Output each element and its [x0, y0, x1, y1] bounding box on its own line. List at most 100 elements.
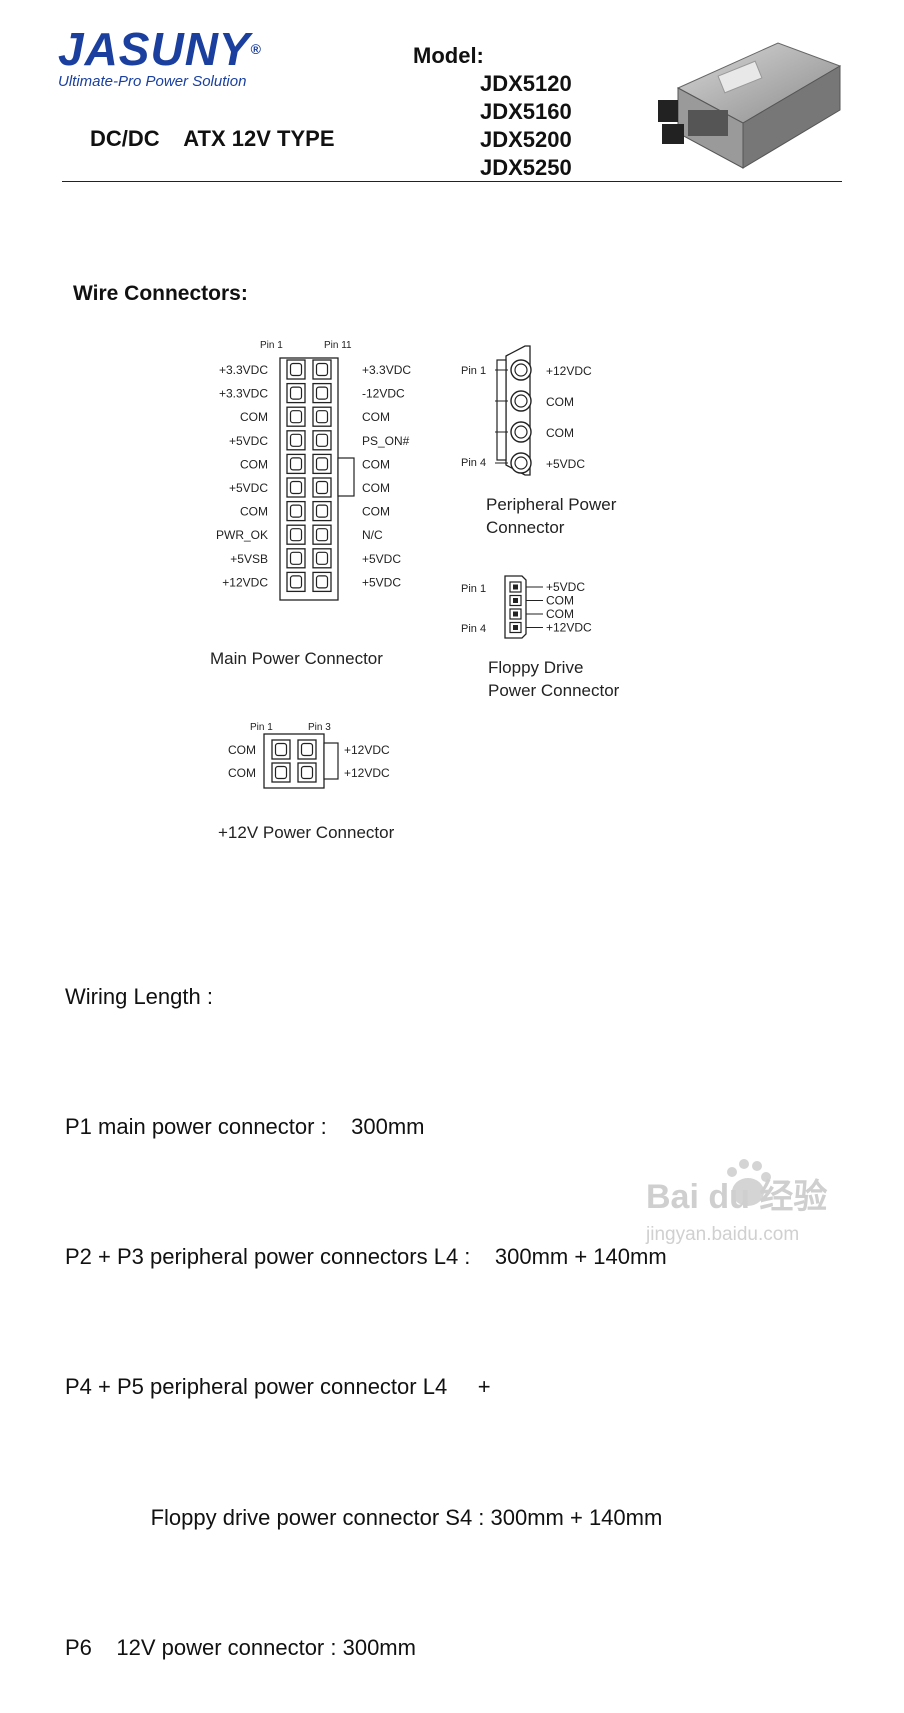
pin-label: Pin 3: [308, 722, 331, 733]
peripheral-caption-line2: Connector: [486, 518, 565, 537]
pin-function-label: +12VDC: [344, 743, 390, 757]
pin-function-label: COM: [228, 766, 256, 780]
header-divider: [62, 181, 842, 182]
baidu-watermark: Bai du 经验 jingyan.baidu.com: [645, 1159, 827, 1245]
pin-function-label: +12VDC: [222, 575, 268, 589]
pin-socket: [274, 765, 288, 780]
pin-function-label: PWR_OK: [216, 528, 268, 542]
pin-label: Pin 1: [461, 365, 486, 377]
jasuny-logo: JASUNY® Ultimate-Pro Power Solution: [58, 26, 298, 96]
pin-socket: [289, 480, 303, 495]
pin-label: Pin 1: [461, 583, 486, 595]
pin-socket: [315, 551, 329, 565]
model-label: Model:: [413, 43, 484, 68]
wiring-line: P1 main power connector : 300mm: [65, 1114, 425, 1140]
wiring-line: Floppy drive power connector S4 : 300mm …: [65, 1504, 663, 1530]
pin-socket: [315, 575, 329, 589]
connector-latch: [337, 457, 355, 497]
brand-name: JASUNY: [58, 23, 251, 75]
pin-socket: [315, 504, 329, 518]
pin-socket: [513, 625, 518, 630]
pin-function-label: COM: [546, 395, 574, 409]
pin-socket: [315, 528, 329, 542]
pin-function-label: +3.3VDC: [219, 387, 268, 401]
pin-function-label: COM: [362, 410, 390, 424]
pin-socket: [513, 611, 518, 617]
pin-function-label: +5VDC: [546, 457, 585, 471]
pin-function-label: COM: [546, 426, 574, 440]
pin-socket: [513, 598, 518, 603]
wiring-line: P6 12V power connector : 300mm: [65, 1634, 416, 1660]
registered-mark: ®: [250, 41, 262, 57]
wiring-length-section: Wiring Length : P1 main power connector …: [65, 888, 667, 1713]
floppy-caption-line2: Power Connector: [488, 681, 620, 700]
pin-socket: [315, 362, 329, 377]
pin-function-label: PS_ON#: [362, 434, 410, 448]
pin-socket: [289, 457, 303, 471]
pin-function-label: +12VDC: [546, 364, 592, 378]
pin-function-label: N/C: [362, 528, 383, 542]
pin-socket: [289, 362, 303, 377]
pin-socket: [315, 457, 329, 471]
pin-socket-inner: [514, 425, 528, 439]
wiring-title: Wiring Length :: [65, 983, 213, 1009]
model-item: JDX5160: [480, 99, 572, 124]
pin-socket-inner: [514, 363, 528, 377]
pin-socket: [315, 480, 329, 495]
pin-function-label: +5VDC: [546, 580, 585, 594]
wiring-line: P4 + P5 peripheral power connector L4 +: [65, 1374, 491, 1400]
pin-socket: [315, 386, 329, 400]
pin-socket-inner: [514, 394, 528, 408]
connector-latch: [323, 742, 339, 780]
product-type: DC/DC ATX 12V TYPE: [90, 126, 335, 151]
wiring-line: P2 + P3 peripheral power connectors L4 :…: [65, 1244, 667, 1270]
p12v-connector-caption: +12V Power Connector: [218, 823, 395, 842]
pin-socket: [274, 742, 288, 757]
pin-function-label: +5VDC: [362, 552, 401, 566]
model-list: JDX5120 JDX5160 JDX5200 JDX5250: [480, 70, 572, 182]
pin-socket: [289, 386, 303, 400]
pin-socket: [289, 410, 303, 424]
pin-socket: [289, 575, 303, 589]
pin-socket: [289, 528, 303, 542]
pin-socket: [513, 584, 518, 590]
pin-function-label: COM: [240, 457, 268, 471]
pin-socket: [300, 742, 314, 757]
pin-function-label: +3.3VDC: [362, 363, 411, 377]
brand-tagline: Ultimate-Pro Power Solution: [58, 73, 247, 90]
pin-function-label: +12VDC: [546, 621, 592, 635]
pin-function-label: +5VDC: [362, 575, 401, 589]
peripheral-power-connector: Pin 1 Pin 4 +12VDC COM COM +5VDC: [461, 345, 592, 476]
pin-function-label: COM: [546, 594, 574, 608]
pin-socket: [315, 410, 329, 424]
pin-function-label: +5VSB: [230, 552, 268, 566]
pin-function-label: COM: [240, 410, 268, 424]
model-item: JDX5200: [480, 127, 572, 152]
pin-function-label: COM: [228, 743, 256, 757]
pin-function-label: +5VDC: [229, 434, 268, 448]
model-item: JDX5120: [480, 71, 572, 96]
pin-socket-inner: [514, 456, 528, 470]
pin-function-label: COM: [362, 505, 390, 519]
pin-socket: [300, 765, 314, 780]
pin-socket: [289, 504, 303, 518]
watermark-text: Bai du 经验: [646, 1177, 827, 1216]
pin-label: Pin 1: [250, 722, 273, 733]
pin-function-label: COM: [362, 457, 390, 471]
pin-socket: [289, 433, 303, 447]
pin-function-label: COM: [240, 505, 268, 519]
pin-function-label: COM: [362, 481, 390, 495]
p12v-power-connector: Pin 1 Pin 3 COM +12VDC COM +12VDC: [228, 722, 390, 789]
watermark-url: jingyan.baidu.com: [645, 1224, 799, 1245]
pin-function-label: COM: [546, 607, 574, 621]
section-title: Wire Connectors:: [73, 282, 248, 305]
pin-label: Pin 4: [461, 457, 486, 469]
pin-label: Pin 4: [461, 623, 486, 635]
pin-label: Pin 11: [324, 340, 352, 351]
connector-latch: [496, 359, 507, 461]
pin-function-label: +5VDC: [229, 481, 268, 495]
pin-function-label: +12VDC: [344, 766, 390, 780]
